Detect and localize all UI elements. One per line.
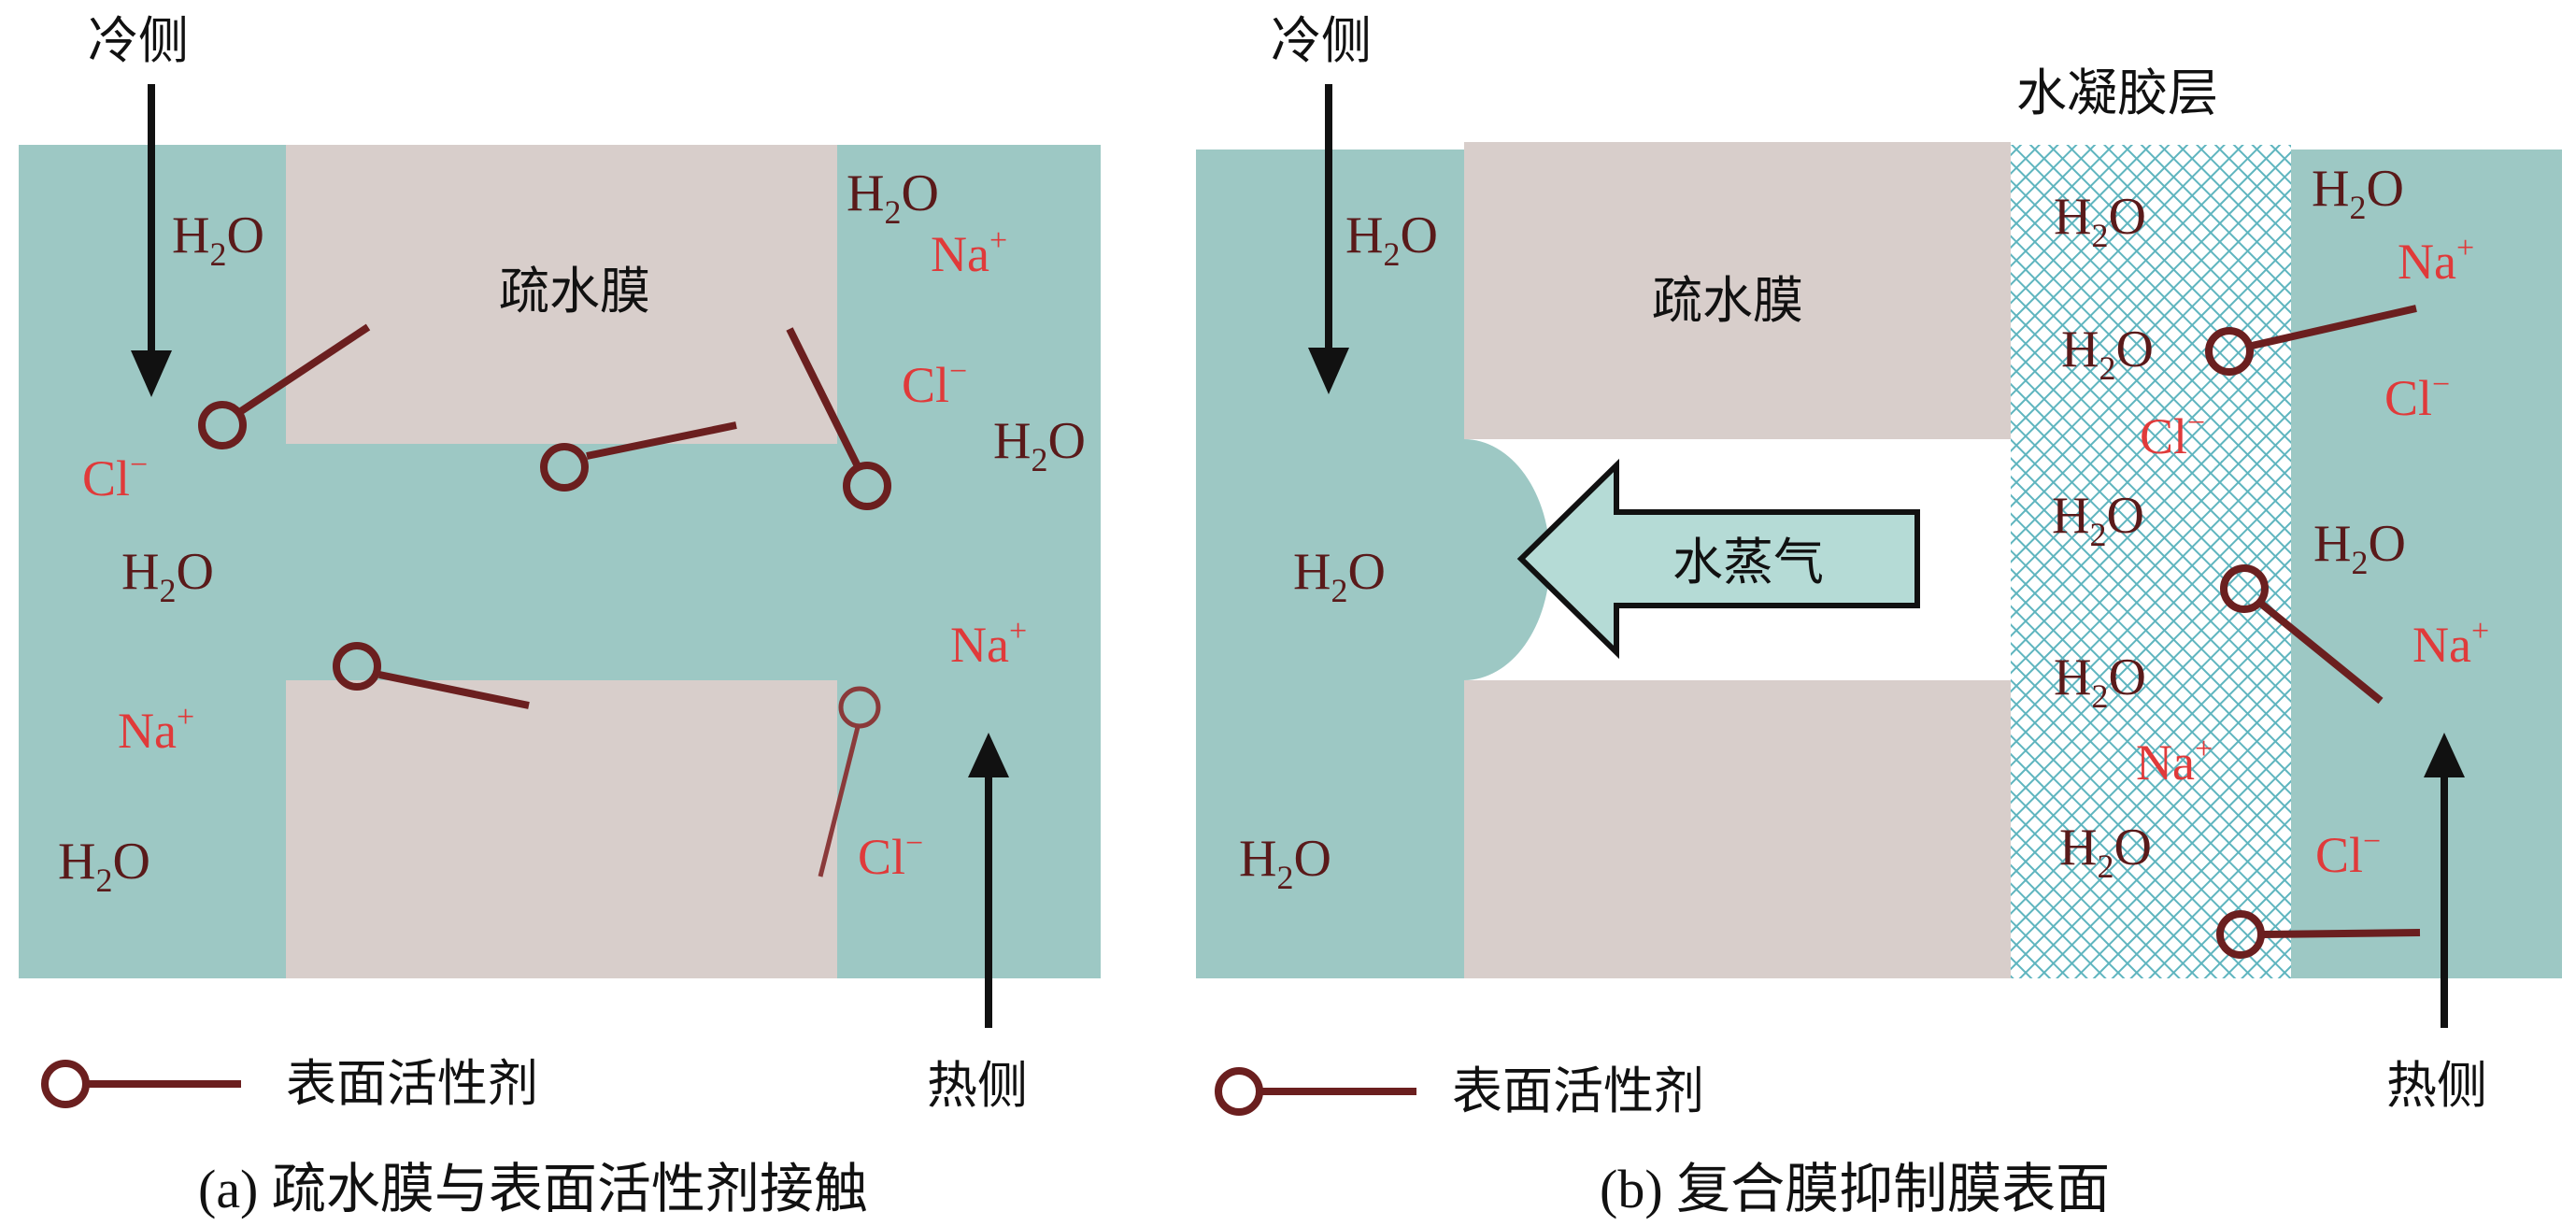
h2o-label: H2O xyxy=(2312,160,2404,226)
panel-a-legend-label: 表面活性剂 xyxy=(286,1054,538,1113)
h2o-label: H2O xyxy=(121,543,214,609)
panel-b-vapor-arrow xyxy=(1516,458,1920,660)
sodium-ion-label: Na+ xyxy=(2412,614,2489,673)
panel-b-membrane-label: 疏水膜 xyxy=(1652,271,1803,330)
h2o-label: H2O xyxy=(2052,487,2144,553)
surfactant-icon xyxy=(818,686,881,877)
surfactant-icon xyxy=(2220,564,2384,705)
sodium-ion-label: Na+ xyxy=(2136,732,2213,791)
panel-b-hydrogel-layer xyxy=(2011,145,2291,978)
h2o-label: H2O xyxy=(1345,207,1438,273)
h2o-label: H2O xyxy=(1293,543,1386,609)
panel-a-legend-surfactant-icon xyxy=(41,1060,241,1108)
surfactant-icon xyxy=(2205,305,2417,376)
sodium-ion-label: Na+ xyxy=(2398,231,2474,290)
chloride-ion-label: Cl− xyxy=(858,826,923,885)
panel-b-vapor-label: 水蒸气 xyxy=(1672,533,1824,592)
h2o-label: H2O xyxy=(172,207,264,273)
h2o-label: H2O xyxy=(993,412,1086,478)
chloride-ion-label: Cl− xyxy=(2140,406,2205,464)
h2o-label: H2O xyxy=(2054,649,2146,715)
surfactant-icon xyxy=(540,421,737,492)
panel-b-caption: (b) 复合膜抑制膜表面 xyxy=(1600,1159,2110,1219)
panel-b-hot-arrow xyxy=(2424,733,2465,1028)
h2o-label: H2O xyxy=(2061,321,2154,387)
panel-b: 疏水膜 水凝胶层 水蒸气 冷侧 热侧 H2O H2O H2O H2O H2O H… xyxy=(1196,11,2562,1219)
sodium-ion-label: Na+ xyxy=(118,700,194,759)
panel-b-hydrogel-label: 水凝胶层 xyxy=(2016,64,2218,122)
panel-a-membrane-top xyxy=(286,145,837,444)
panel-b-cold-side-label: 冷侧 xyxy=(1271,11,1372,70)
panel-a: 疏水膜 冷侧 热侧 H2O H2O H2O H2O H2O Na+ Na+ Na… xyxy=(19,11,1101,1219)
chloride-ion-label: Cl− xyxy=(2315,824,2381,883)
chloride-ion-label: Cl− xyxy=(82,448,148,506)
surfactant-icon xyxy=(786,327,891,510)
panel-b-cold-arrow xyxy=(1308,84,1349,394)
surfactant-icon xyxy=(333,642,530,709)
panel-a-cold-side-label: 冷侧 xyxy=(88,11,189,70)
h2o-label: H2O xyxy=(2313,515,2406,581)
surfactant-icon xyxy=(2216,910,2421,959)
panel-a-membrane-bottom xyxy=(286,680,837,978)
panel-b-water-meniscus xyxy=(1464,439,1550,680)
chloride-ion-label: Cl− xyxy=(902,354,967,413)
h2o-label: H2O xyxy=(847,164,939,231)
panel-a-membrane-label: 疏水膜 xyxy=(499,262,650,321)
panel-b-legend-label: 表面活性剂 xyxy=(1452,1062,1704,1120)
h2o-label: H2O xyxy=(2059,819,2152,885)
sodium-ion-label: Na+ xyxy=(931,223,1007,282)
h2o-label: H2O xyxy=(1239,830,1331,896)
panel-b-hot-side-label: 热侧 xyxy=(2386,1056,2487,1115)
panel-b-membrane-bottom xyxy=(1464,680,2011,978)
panel-a-caption: (a) 疏水膜与表面活性剂接触 xyxy=(198,1159,868,1219)
panel-a-cold-arrow xyxy=(131,84,172,397)
sodium-ion-label: Na+ xyxy=(950,614,1027,673)
panel-b-membrane-top xyxy=(1464,142,2011,439)
panel-a-hot-arrow xyxy=(968,733,1009,1028)
surfactant-icon xyxy=(198,323,371,449)
panel-a-hot-side-label: 热侧 xyxy=(927,1056,1028,1115)
h2o-label: H2O xyxy=(2054,188,2146,254)
panel-b-legend-surfactant-icon xyxy=(1215,1067,1416,1116)
h2o-label: H2O xyxy=(58,833,150,899)
chloride-ion-label: Cl− xyxy=(2384,367,2450,426)
